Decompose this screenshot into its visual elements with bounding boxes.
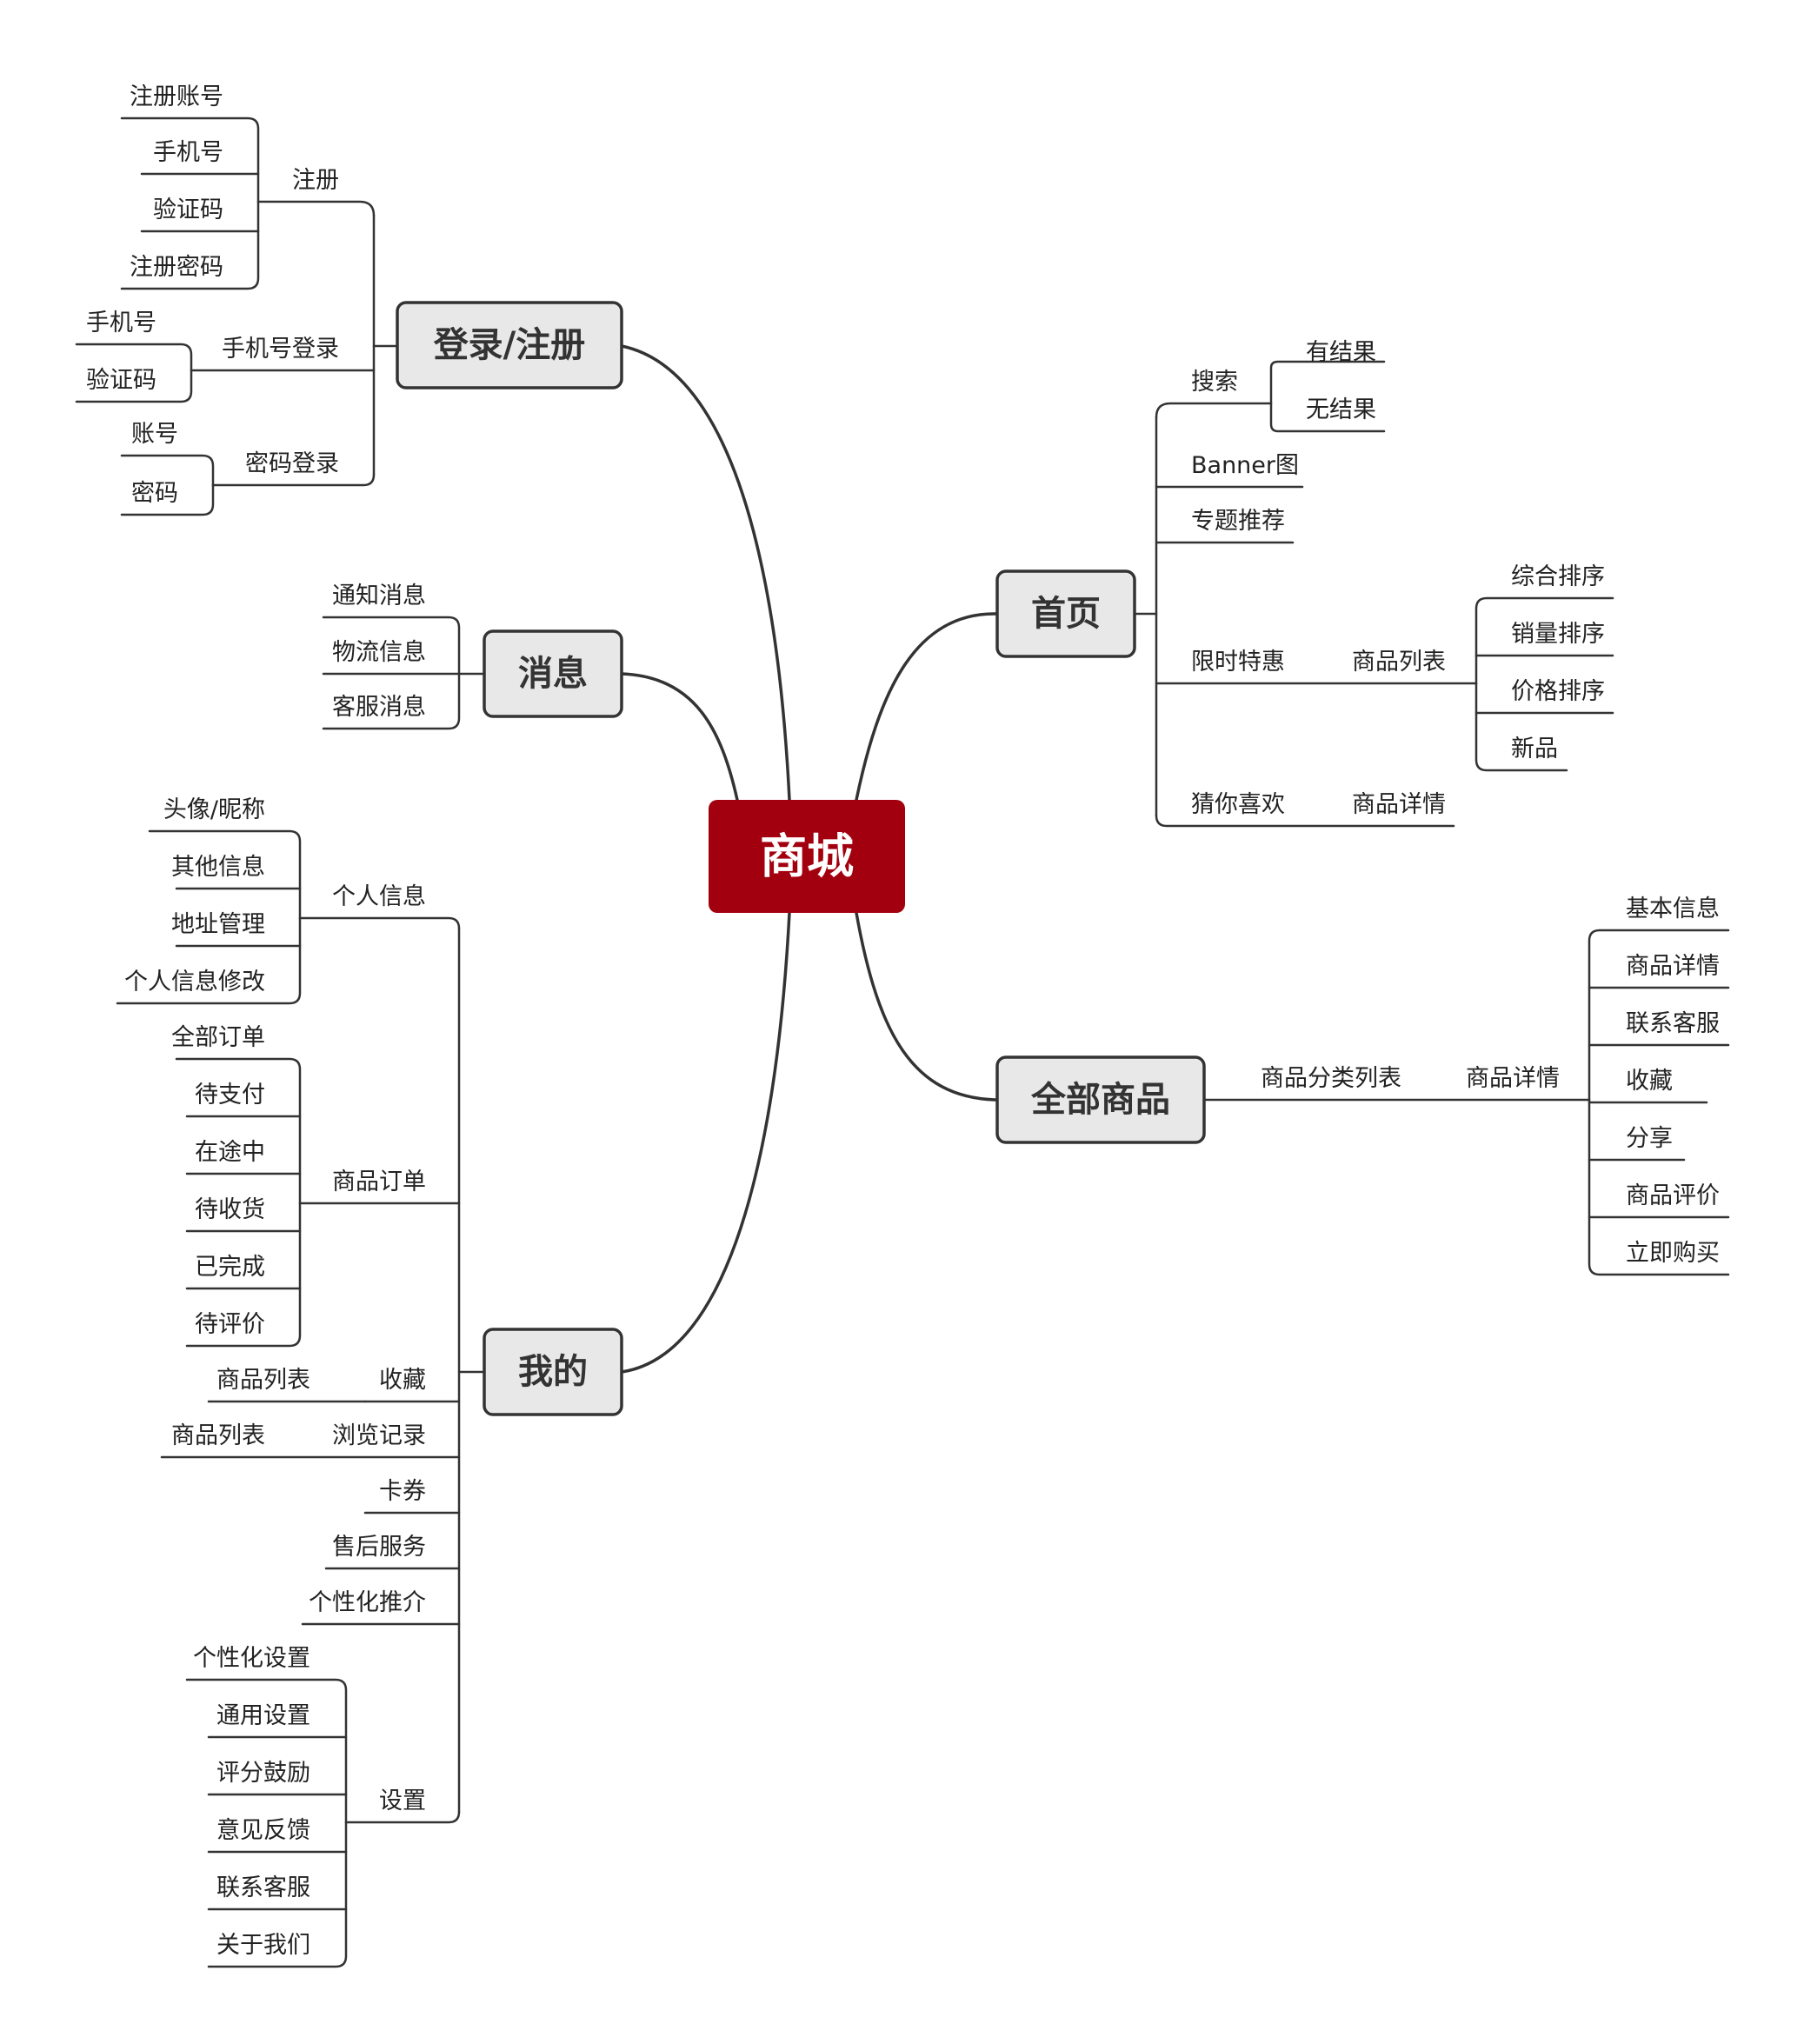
node-banner: Banner图 [1191, 452, 1299, 479]
node-profile: 个人信息 [332, 883, 426, 910]
node-password-login-password: 密码 [131, 480, 178, 507]
node-topic: 专题推荐 [1191, 508, 1285, 535]
node-phone-login: 手机号登录 [222, 336, 339, 363]
node-settings-about: 关于我们 [216, 1932, 310, 1959]
node-detail-item-2: 商品详情 [1626, 953, 1720, 980]
node-favorites: 收藏 [379, 1367, 426, 1394]
node-profile-avatar: 头像/昵称 [163, 796, 265, 823]
node-recommend: 个性化推介 [309, 1589, 426, 1616]
node-detail-item-7: 立即购买 [1626, 1240, 1720, 1267]
node-search: 搜索 [1191, 369, 1238, 396]
node-order-done: 已完成 [195, 1254, 265, 1281]
branch-home-label: 首页 [1031, 594, 1101, 634]
node-register-password: 注册密码 [130, 254, 223, 281]
node-order-review: 待评价 [195, 1311, 265, 1338]
node-settings-feedback: 意见反馈 [216, 1817, 310, 1844]
node-profile-address: 地址管理 [171, 911, 265, 938]
node-settings-personal: 个性化设置 [193, 1645, 310, 1672]
node-orders: 商品订单 [332, 1168, 426, 1195]
node-sort-1: 综合排序 [1511, 563, 1605, 590]
node-password-login-account: 账号 [131, 421, 178, 448]
connector-lines [75, 117, 1730, 1968]
branch-login[interactable]: 登录/注册 [396, 301, 623, 389]
node-favorites-list: 商品列表 [216, 1367, 310, 1394]
branch-all-products[interactable]: 全部商品 [995, 1055, 1206, 1144]
node-register-account: 注册账号 [130, 83, 223, 110]
node-detail-item-6: 商品评价 [1626, 1182, 1720, 1209]
node-phone-login-code: 验证码 [86, 367, 156, 394]
node-order-all: 全部订单 [171, 1024, 265, 1051]
node-sort-3: 价格排序 [1511, 678, 1605, 705]
node-settings-rate: 评分鼓励 [216, 1760, 310, 1787]
branch-message-label: 消息 [518, 654, 588, 694]
node-after-sale: 售后服务 [332, 1534, 426, 1561]
node-order-shipping: 在途中 [195, 1139, 265, 1166]
node-register-code: 验证码 [153, 196, 223, 223]
node-detail-item-1: 基本信息 [1626, 895, 1720, 922]
root-label: 商城 [760, 829, 854, 884]
node-profile-other: 其他信息 [171, 854, 265, 881]
node-history: 浏览记录 [332, 1422, 426, 1449]
node-coupon: 卡券 [379, 1478, 426, 1505]
node-phone-login-phone: 手机号 [86, 310, 156, 336]
branch-all-products-label: 全部商品 [1030, 1080, 1170, 1120]
node-service-msg: 客服消息 [332, 694, 426, 721]
node-guess-detail: 商品详情 [1352, 791, 1446, 818]
node-notify-msg: 通知消息 [332, 583, 426, 609]
node-sort-2: 销量排序 [1511, 621, 1605, 648]
node-detail-item-5: 分享 [1626, 1125, 1673, 1152]
branch-mine-label: 我的 [518, 1352, 588, 1392]
node-order-unpaid: 待支付 [195, 1082, 265, 1109]
node-history-list: 商品列表 [171, 1422, 265, 1449]
node-all-detail: 商品详情 [1466, 1065, 1560, 1092]
node-settings: 设置 [379, 1788, 426, 1814]
node-password-login: 密码登录 [245, 450, 339, 477]
root-node[interactable]: 商城 [709, 800, 905, 913]
node-detail-item-3: 联系客服 [1626, 1010, 1720, 1037]
branch-login-label: 登录/注册 [433, 325, 586, 365]
branch-mine[interactable]: 我的 [483, 1328, 623, 1416]
node-sort-4: 新品 [1511, 736, 1558, 762]
node-settings-service: 联系客服 [216, 1874, 310, 1901]
node-no-result: 无结果 [1306, 396, 1376, 423]
node-category-list: 商品分类列表 [1261, 1065, 1401, 1092]
branch-message[interactable]: 消息 [483, 629, 623, 718]
branch-home[interactable]: 首页 [995, 569, 1136, 658]
node-detail-item-4: 收藏 [1626, 1068, 1673, 1095]
node-order-receive: 待收货 [195, 1196, 265, 1223]
node-product-list: 商品列表 [1352, 649, 1446, 676]
node-profile-edit: 个人信息修改 [124, 969, 265, 995]
node-guess: 猜你喜欢 [1191, 791, 1285, 818]
node-flash-sale: 限时特惠 [1191, 649, 1285, 676]
node-register: 注册 [292, 167, 339, 194]
node-settings-general: 通用设置 [216, 1702, 310, 1729]
node-register-phone: 手机号 [153, 139, 223, 166]
node-logistics-msg: 物流信息 [332, 639, 426, 666]
node-has-result: 有结果 [1306, 339, 1376, 366]
